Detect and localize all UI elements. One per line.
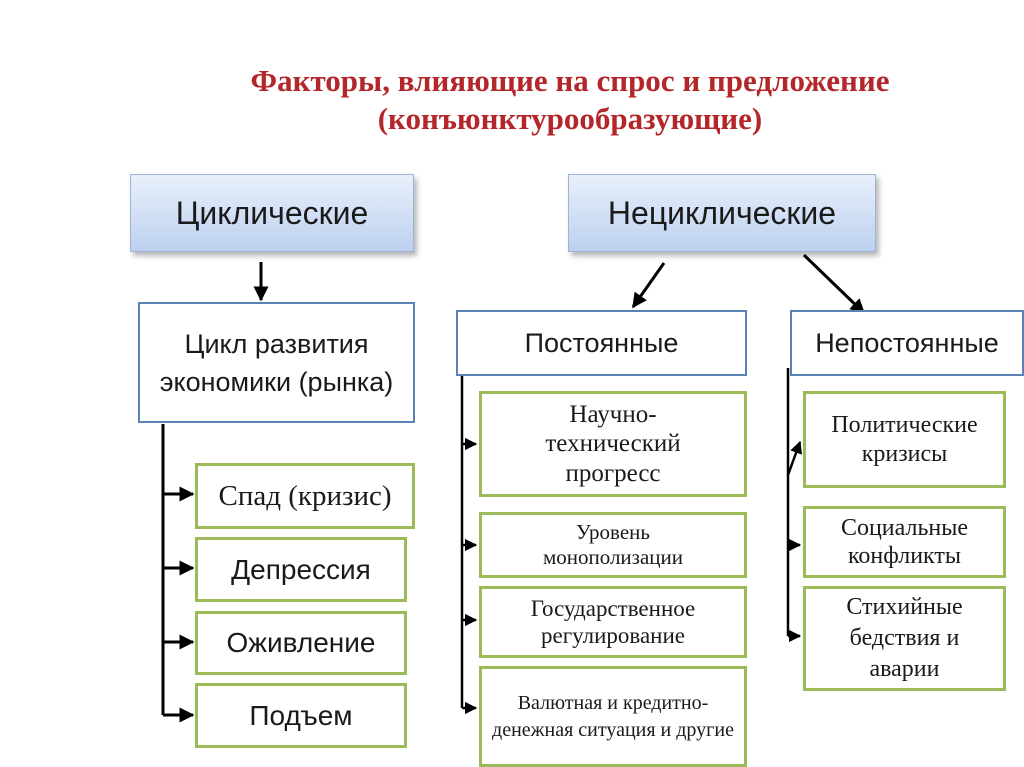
factor-state-regulation: Государственное регулирование: [479, 586, 747, 658]
page-title: Факторы, влияющие на спрос и предложение…: [250, 63, 890, 136]
factor-political-crises: Политические кризисы: [803, 391, 1006, 488]
factor-scientific-progress: Научно-технический прогресс: [479, 391, 747, 497]
phase-recession: Спад (кризис): [195, 463, 415, 529]
economic-cycle-box: Цикл развития экономики (рынка): [138, 302, 415, 423]
factor-monetary-situation: Валютная и кредитно-денежная ситуация и …: [479, 666, 747, 767]
arrow-to-permanent: [631, 262, 666, 309]
noncyclic-header: Нециклические: [568, 174, 876, 252]
phase-depression: Депрессия: [195, 537, 407, 602]
nonpermanent-box: Непостоянные: [790, 310, 1024, 376]
factor-monopolization: Уровень монополизации: [479, 512, 747, 578]
permanent-box: Постоянные: [456, 310, 747, 376]
cyclic-header: Циклические: [130, 174, 414, 252]
factor-social-conflicts: Социальные конфликты: [803, 506, 1006, 578]
arrow-to-nonpermanent: [802, 253, 866, 315]
phase-revival: Оживление: [195, 611, 407, 675]
factor-natural-disasters: Стихийные бедствия и аварии: [803, 586, 1006, 691]
phase-boom: Подъем: [195, 683, 407, 748]
